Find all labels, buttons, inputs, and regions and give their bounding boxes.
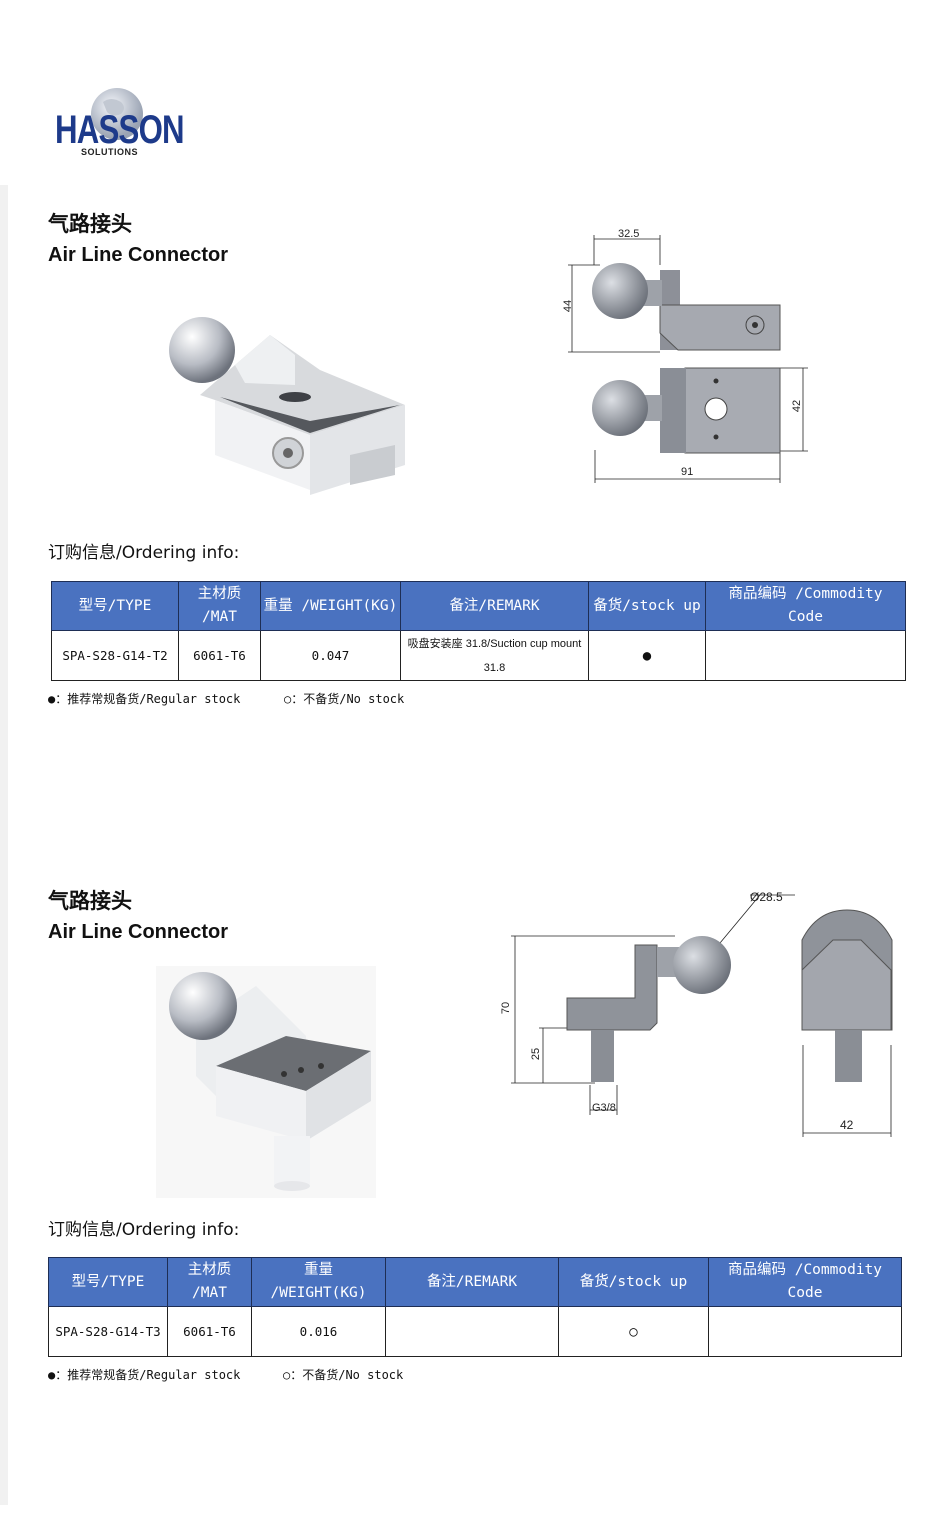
cell-remark: 吸盘安装座 31.8/Suction cup mount 31.8: [400, 630, 589, 681]
legend-no-stock: ○：不备货/No stock: [283, 1368, 404, 1382]
product-title-cn: 气路接头: [48, 889, 132, 913]
ordering-table: 型号/TYPE 主材质 /MAT 重量 /WEIGHT(KG) 备注/REMAR…: [48, 1257, 902, 1357]
brand-name: HASSON: [55, 108, 185, 152]
dim-ball-diameter: Ø28.5: [750, 890, 783, 904]
header-weight: 重量 /WEIGHT(KG): [260, 581, 401, 631]
cell-stock: ●: [588, 630, 706, 681]
dim-height-stem: 25: [530, 1047, 543, 1061]
ordering-info-label: 订购信息/Ordering info:: [48, 1220, 240, 1240]
header-type: 型号/TYPE: [51, 581, 179, 631]
cell-mat: 6061-T6: [167, 1306, 252, 1357]
table-header-row: 型号/TYPE 主材质 /MAT 重量 /WEIGHT(KG) 备注/REMAR…: [51, 581, 906, 631]
product-render-2: [156, 966, 376, 1198]
dim-length: 91: [681, 466, 694, 478]
page-edge: [0, 185, 8, 1505]
cell-type: SPA-S28-G14-T2: [51, 630, 179, 681]
cell-stock: ○: [558, 1306, 709, 1357]
cell-mat: 6061-T6: [178, 630, 261, 681]
product-title-en: Air Line Connector: [48, 921, 229, 943]
dim-width-top: 32.5: [618, 228, 640, 240]
technical-drawing-2: [511, 894, 893, 1137]
header-type: 型号/TYPE: [48, 1257, 168, 1307]
legend-regular-stock: ●：推荐常规备货/Regular stock: [48, 1368, 241, 1382]
header-weight: 重量 /WEIGHT(KG): [251, 1257, 386, 1307]
header-stock: 备货/stock up: [558, 1257, 709, 1307]
technical-drawing-1: [568, 235, 808, 483]
legend-no-stock: ○：不备货/No stock: [284, 692, 405, 706]
table-row: SPA-S28-G14-T2 6061-T6 0.047 吸盘安装座 31.8/…: [51, 630, 906, 681]
dim-width: 42: [840, 1118, 854, 1132]
header-remark: 备注/REMARK: [400, 581, 589, 631]
cell-weight: 0.047: [260, 630, 401, 681]
ordering-info-label: 订购信息/Ordering info:: [48, 543, 240, 563]
dim-height-side: 44: [562, 299, 575, 313]
ordering-table: 型号/TYPE 主材质 /MAT 重量 /WEIGHT(KG) 备注/REMAR…: [51, 581, 906, 681]
globe-icon: [91, 88, 143, 140]
header-code: 商品编码 /Commodity Code: [708, 1257, 902, 1307]
cell-code: [708, 1306, 902, 1357]
header-mat: 主材质 /MAT: [178, 581, 261, 631]
header-stock: 备货/stock up: [588, 581, 706, 631]
table-header-row: 型号/TYPE 主材质 /MAT 重量 /WEIGHT(KG) 备注/REMAR…: [48, 1257, 902, 1307]
product-title-cn: 气路接头: [48, 212, 132, 236]
dim-height-total: 70: [500, 1001, 513, 1015]
legend-regular-stock: ●：推荐常规备货/Regular stock: [48, 692, 241, 706]
header-mat: 主材质 /MAT: [167, 1257, 252, 1307]
cell-type: SPA-S28-G14-T3: [48, 1306, 168, 1357]
brand-subtitle: SOLUTIONS: [81, 147, 139, 157]
product-render-1: [169, 317, 405, 495]
dim-thread: G3/8: [592, 1102, 616, 1114]
header-code: 商品编码 /Commodity Code: [705, 581, 906, 631]
dim-height-front: 42: [791, 399, 804, 413]
product-title-en: Air Line Connector: [48, 244, 229, 266]
brand-logo: HASSON SOLUTIONS: [55, 88, 185, 160]
cell-weight: 0.016: [251, 1306, 386, 1357]
header-remark: 备注/REMARK: [385, 1257, 559, 1307]
table-row: SPA-S28-G14-T3 6061-T6 0.016 ○: [48, 1306, 902, 1357]
cell-code: [705, 630, 906, 681]
cell-remark: [385, 1306, 559, 1357]
